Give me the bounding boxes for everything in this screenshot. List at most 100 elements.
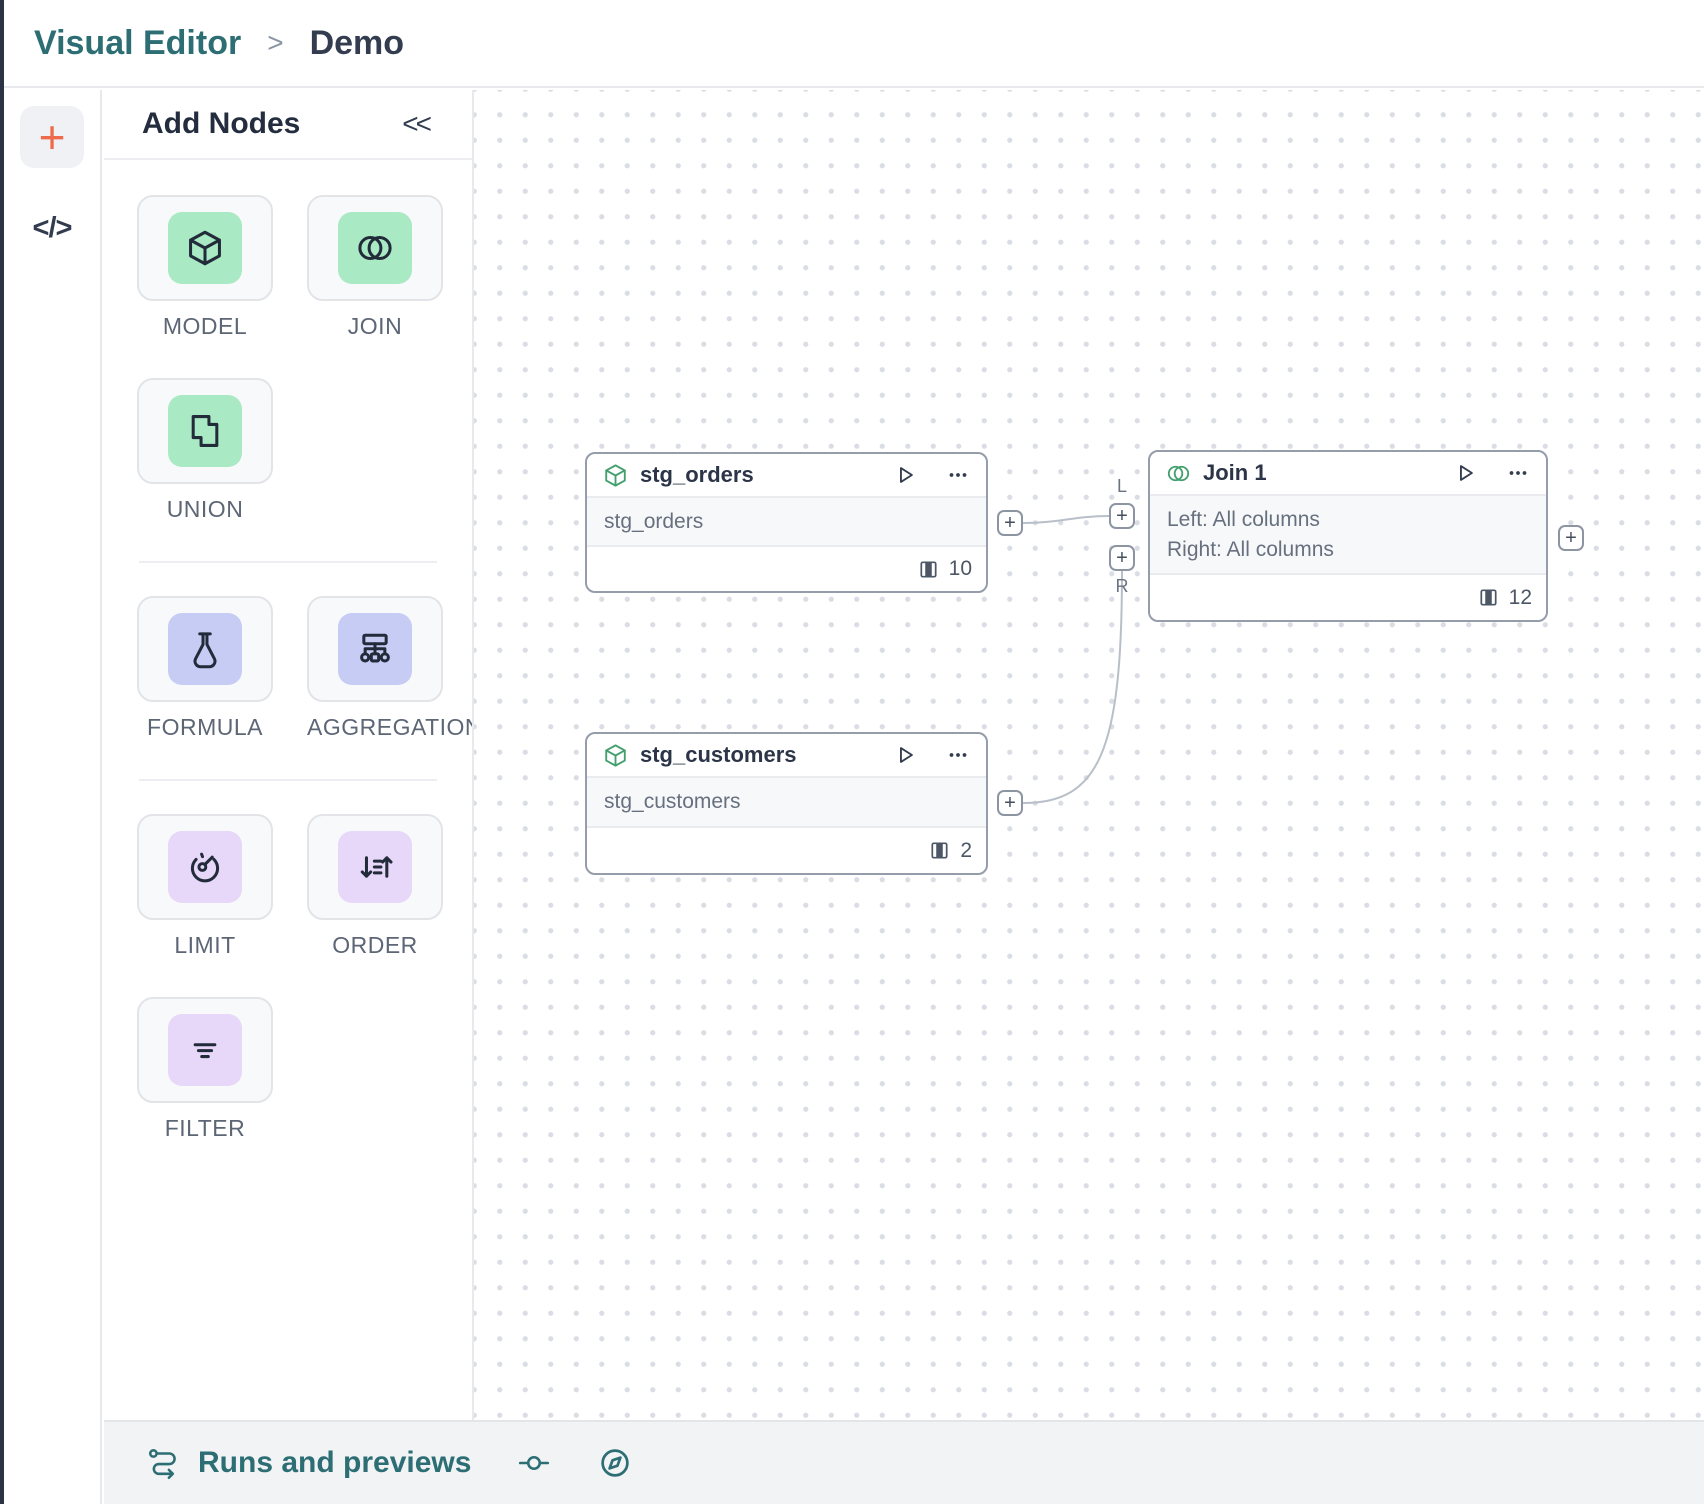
bottom-bar: Runs and previews: [104, 1420, 1704, 1504]
node-footer: 12: [1150, 575, 1546, 620]
filter-lines-icon: [193, 1043, 217, 1059]
window-left-edge: [0, 0, 4, 1504]
flask-icon: [193, 632, 217, 669]
palette-label: ORDER: [332, 932, 418, 958]
node-stg-customers[interactable]: stg_customers stg_customers 2: [585, 732, 988, 875]
port-stg-customers-output[interactable]: +: [997, 790, 1023, 816]
palette-label: FILTER: [164, 1115, 246, 1141]
plus-icon: +: [38, 111, 66, 163]
join-circles-icon: [358, 235, 392, 261]
node-footer: 10: [587, 547, 986, 591]
order-tile: [338, 831, 412, 903]
palette-card-aggregation[interactable]: [307, 596, 443, 702]
navigate-button[interactable]: [597, 1445, 633, 1481]
cube-icon: [189, 230, 221, 266]
node-palette: MODEL JOIN: [104, 160, 472, 1180]
filter-lines-icon-tile: [168, 1014, 242, 1086]
palette-item-limit[interactable]: LIMIT: [137, 814, 273, 960]
edge-orders-to-join-left: [1022, 515, 1110, 524]
palette-card-union[interactable]: [137, 378, 273, 484]
palette-label: LIMIT: [174, 932, 236, 958]
union-tile: [168, 395, 242, 467]
palette-label: UNION: [166, 496, 244, 522]
palette-item-union[interactable]: UNION: [137, 378, 273, 524]
add-nodes-panel-header: Add Nodes <<: [104, 90, 472, 160]
add-node-button[interactable]: +: [20, 106, 84, 168]
limit-tile: [168, 831, 242, 903]
columns-icon: [931, 842, 948, 859]
node-join-1[interactable]: Join 1 Left: All columns Right: All colu…: [1148, 450, 1548, 622]
run-node-button[interactable]: [892, 742, 918, 768]
column-count: 2: [960, 838, 972, 862]
palette-label: JOIN: [347, 313, 403, 339]
panel-title: Add Nodes: [142, 107, 301, 140]
palette-divider: [139, 779, 437, 781]
node-menu-button[interactable]: [945, 462, 971, 488]
node-header: stg_customers: [587, 734, 986, 778]
node-body: Left: All columns Right: All columns: [1150, 496, 1546, 575]
node-title: Join 1: [1203, 460, 1267, 485]
join-left-summary: Left: All columns: [1167, 507, 1320, 531]
gauge-icon: [190, 852, 220, 883]
node-title: stg_customers: [640, 742, 797, 767]
node-header: Join 1: [1150, 452, 1546, 496]
node-menu-button[interactable]: [945, 742, 971, 768]
node-title: stg_orders: [640, 462, 754, 487]
aggregation-tile: [338, 613, 412, 685]
formula-tile: [168, 613, 242, 685]
run-node-button[interactable]: [892, 462, 918, 488]
breadcrumb-visual-editor[interactable]: Visual Editor: [34, 23, 242, 62]
model-cube-icon: [602, 462, 629, 489]
palette-card-order[interactable]: [307, 814, 443, 920]
palette-item-join[interactable]: JOIN: [307, 195, 443, 341]
join-right-summary: Right: All columns: [1167, 537, 1334, 561]
node-header: stg_orders: [587, 454, 986, 498]
code-icon: </>: [32, 212, 73, 244]
code-view-button[interactable]: </>: [32, 212, 73, 245]
join-right-port-label: R: [1115, 576, 1129, 596]
breadcrumb-separator: >: [267, 27, 284, 58]
flow-canvas[interactable]: stg_orders stg_orders 10: [474, 90, 1704, 1420]
node-stg-orders[interactable]: stg_orders stg_orders 10: [585, 452, 988, 593]
commit-node-button[interactable]: [517, 1446, 551, 1480]
node-footer: 2: [587, 828, 986, 873]
model-tile: [168, 212, 242, 284]
run-node-button[interactable]: [1452, 460, 1478, 486]
palette-item-aggregation[interactable]: AGGREGATION: [307, 596, 474, 742]
port-join-right-input[interactable]: +: [1109, 545, 1135, 571]
column-count: 12: [1508, 585, 1532, 609]
palette-card-filter[interactable]: [137, 997, 273, 1103]
palette-card-model[interactable]: [137, 195, 273, 301]
breadcrumb-current-page: Demo: [309, 23, 405, 62]
palette-item-model[interactable]: MODEL: [137, 195, 273, 341]
runs-and-previews-label: Runs and previews: [198, 1446, 472, 1479]
port-stg-orders-output[interactable]: +: [997, 510, 1023, 536]
union-shapes-icon: [191, 415, 219, 447]
palette-divider: [139, 561, 437, 563]
palette-label: FORMULA: [147, 714, 263, 740]
palette-label: MODEL: [162, 313, 248, 339]
palette-item-filter[interactable]: FILTER: [137, 997, 273, 1143]
join-tile: [338, 212, 412, 284]
edge-customers-to-join-right: [1022, 570, 1123, 804]
join-left-port-label: L: [1116, 476, 1127, 496]
commit-icon: [519, 1455, 550, 1471]
node-subtitle: stg_customers: [604, 790, 741, 813]
port-join-left-input[interactable]: +: [1109, 503, 1135, 529]
node-menu-button[interactable]: [1505, 460, 1531, 486]
palette-card-formula[interactable]: [137, 596, 273, 702]
collapse-panel-button[interactable]: <<: [402, 108, 432, 139]
port-join-output[interactable]: +: [1558, 525, 1584, 551]
palette-label: AGGREGATION: [307, 714, 474, 740]
palette-card-join[interactable]: [307, 195, 443, 301]
columns-icon: [920, 560, 937, 578]
add-nodes-panel: Add Nodes << MODEL: [104, 90, 474, 1420]
model-cube-icon: [602, 742, 629, 769]
palette-item-order[interactable]: ORDER: [307, 814, 443, 960]
node-body: stg_orders: [587, 498, 986, 547]
compass-icon: [601, 1449, 630, 1477]
palette-card-limit[interactable]: [137, 814, 273, 920]
palette-item-formula[interactable]: FORMULA: [137, 596, 273, 742]
runs-and-previews-button[interactable]: Runs and previews: [146, 1446, 471, 1480]
columns-icon: [1480, 589, 1497, 606]
